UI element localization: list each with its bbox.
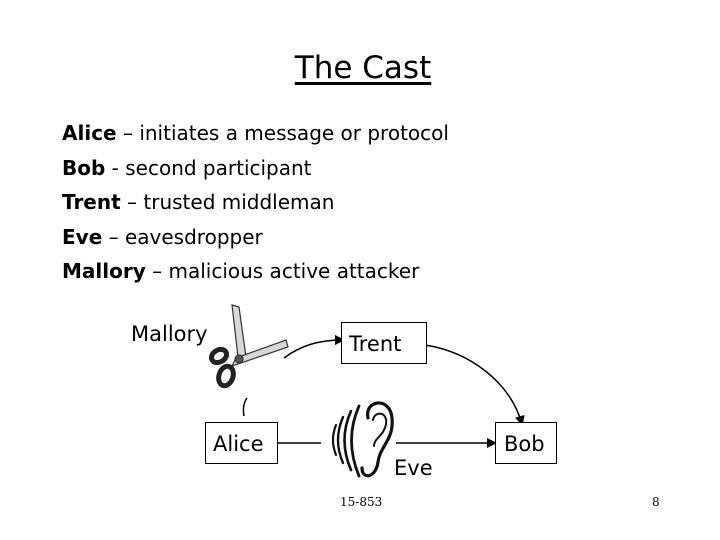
cast-desc: – trusted middleman [127,190,335,214]
bob-label: Bob [504,432,545,456]
mallory-label: Mallory [131,322,208,346]
cast-item-mallory: Mallory – malicious active attacker [62,254,449,289]
cast-name: Bob [62,155,106,180]
cast-desc: – initiates a message or protocol [122,121,449,145]
cast-list: Alice – initiates a message or protocol … [62,116,449,289]
cast-desc: - second participant [111,155,312,180]
arrow-trent-to-bob [424,344,525,426]
cast-name: Alice [62,121,117,145]
eve-label: Eve [394,456,433,480]
cast-desc: – eavesdropper [108,224,263,249]
cast-name: Trent [62,190,121,214]
footer-course: 15-853 [340,495,383,509]
cast-desc: – malicious active attacker [152,259,420,283]
arrow-mallory-to-trent [283,335,345,359]
cast-name: Eve [62,224,103,249]
bob-box: Bob [495,422,557,464]
cast-item-alice: Alice – initiates a message or protocol [62,116,449,151]
trent-box: Trent [341,322,427,364]
cast-name: Mallory [62,259,146,283]
cast-item-trent: Trent – trusted middleman [62,185,449,220]
alice-box: Alice [205,422,278,464]
trent-label: Trent [349,332,402,356]
scissors-icon [208,304,289,389]
alice-label: Alice [213,432,264,456]
footer-page-number: 8 [652,495,660,509]
cast-item-eve: Eve – eavesdropper [62,220,449,255]
slide-title: The Cast [294,50,432,86]
ear-icon [331,401,394,478]
cast-item-bob: Bob - second participant [62,151,449,186]
mallory-alice-tick [242,397,248,417]
